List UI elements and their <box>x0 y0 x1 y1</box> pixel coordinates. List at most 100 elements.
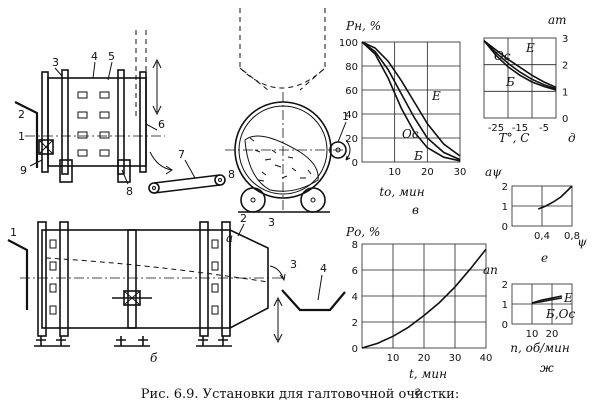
plot-frame <box>361 41 461 163</box>
x-tick-label: -5 <box>539 123 549 134</box>
roller-left <box>240 187 266 213</box>
x-axis-label: T°, C <box>499 131 530 145</box>
y-tick-label: 8 <box>352 240 358 251</box>
callout-a-2: 2 <box>18 108 25 121</box>
panel-label: д <box>568 131 576 145</box>
callout-b-3: 3 <box>290 258 297 271</box>
x-tick-label: 30 <box>449 353 462 364</box>
callout-b-2: 2 <box>240 212 247 225</box>
callout-a-3: 3 <box>52 56 59 69</box>
curve-label: Е <box>563 291 573 305</box>
x-tick-label: 20 <box>421 167 434 178</box>
callout-a-cross-3: 3 <box>268 216 275 229</box>
y-tick-label: 2 <box>352 318 358 329</box>
ring-2 <box>59 221 69 337</box>
y-tick-label: 0 <box>502 320 508 331</box>
y-tick-label: 2 <box>562 61 568 72</box>
callout-a-1: 1 <box>18 130 25 143</box>
x-axis-label: n, об/мин <box>510 341 570 355</box>
tray-arrow <box>273 296 283 344</box>
y-tick-label: 1 <box>502 300 508 311</box>
curve-label: Б <box>413 149 423 163</box>
figure-caption: Рис. 6.9. Установки для галтовочной очис… <box>141 387 459 402</box>
y-tick-label: 1 <box>562 87 568 98</box>
callout-b-1: 1 <box>10 226 17 239</box>
feed-rod <box>14 101 39 168</box>
callout-a-9: 9 <box>20 164 27 177</box>
series-line-0 <box>483 40 557 89</box>
callout-a-cross-1: 1 <box>342 110 349 123</box>
outflow-arrow <box>269 265 286 282</box>
y-axis-label: Pн, % <box>345 19 381 33</box>
panel-label: г <box>414 384 420 398</box>
y-axis-label: an <box>483 263 498 277</box>
right-flange <box>139 71 147 173</box>
y-tick-label: 0 <box>352 344 358 355</box>
y-axis-label: aψ <box>485 165 502 179</box>
x-tick-label: -25 <box>488 123 504 134</box>
series-line-2 <box>361 41 461 157</box>
x-tick-label: 10 <box>387 353 400 364</box>
y-tick-label: 3 <box>562 34 568 45</box>
curve-label: Е <box>525 41 535 55</box>
curve-label: Ос <box>402 127 419 141</box>
drawing-b: 1 2 3 4 б <box>7 212 346 365</box>
callout-a-5: 5 <box>108 50 115 63</box>
discharge-arrow <box>149 151 173 175</box>
series-line-0 <box>361 41 461 162</box>
ring-1 <box>37 221 47 337</box>
drum-b-cone <box>229 229 269 329</box>
series-line <box>361 248 487 349</box>
drum-b-windows <box>49 239 219 315</box>
x-axis-label: ψ <box>577 235 587 249</box>
y-axis-label: Pо, % <box>345 225 380 239</box>
panel-label: ж <box>540 361 554 375</box>
label-b: б <box>150 351 158 365</box>
x-axis-label: tо, мин <box>379 185 424 199</box>
callout-a-4: 4 <box>91 50 98 63</box>
x-tick-label: 20 <box>418 353 431 364</box>
curve-label: Ос <box>494 49 511 63</box>
load-particles <box>249 137 312 182</box>
y-tick-label: 100 <box>339 38 358 49</box>
y-tick-label: 20 <box>345 134 358 145</box>
plot-frame <box>483 37 557 119</box>
y-tick-label: 0 <box>562 114 568 125</box>
series-line-1 <box>483 40 557 90</box>
series-line-1 <box>361 41 461 161</box>
x-tick-label: 20 <box>546 329 559 340</box>
x-tick-label: 0,8 <box>564 231 580 242</box>
hopper <box>239 8 326 91</box>
curve-label: Б,Ос <box>545 307 575 321</box>
series-line-1 <box>531 297 563 304</box>
series-line-2 <box>483 40 557 91</box>
ring-3 <box>199 221 209 337</box>
drum-windows <box>77 91 110 157</box>
conveyor <box>148 174 226 194</box>
support-right <box>117 159 131 183</box>
x-tick-label: 40 <box>480 353 493 364</box>
x-tick-label: 30 <box>454 167 467 178</box>
series-line <box>538 185 573 210</box>
callout-a-cross-8: 8 <box>228 168 235 181</box>
drawing-a-cross-section: 1 8 3 а <box>225 8 351 245</box>
callout-b-4: 4 <box>320 262 327 275</box>
y-tick-label: 2 <box>502 182 508 193</box>
y-tick-label: 1 <box>502 202 508 213</box>
drum-b-supports <box>34 336 232 347</box>
y-axis-label: aт <box>548 13 567 27</box>
a-callouts <box>29 61 196 185</box>
callout-a-7: 7 <box>178 148 185 161</box>
discharge-tray <box>281 289 346 312</box>
left-flange <box>41 71 49 173</box>
flange-3 <box>117 69 125 175</box>
rotation-arrow <box>345 139 351 161</box>
feed-rod-b <box>7 239 29 310</box>
tumbling-load <box>244 135 319 192</box>
